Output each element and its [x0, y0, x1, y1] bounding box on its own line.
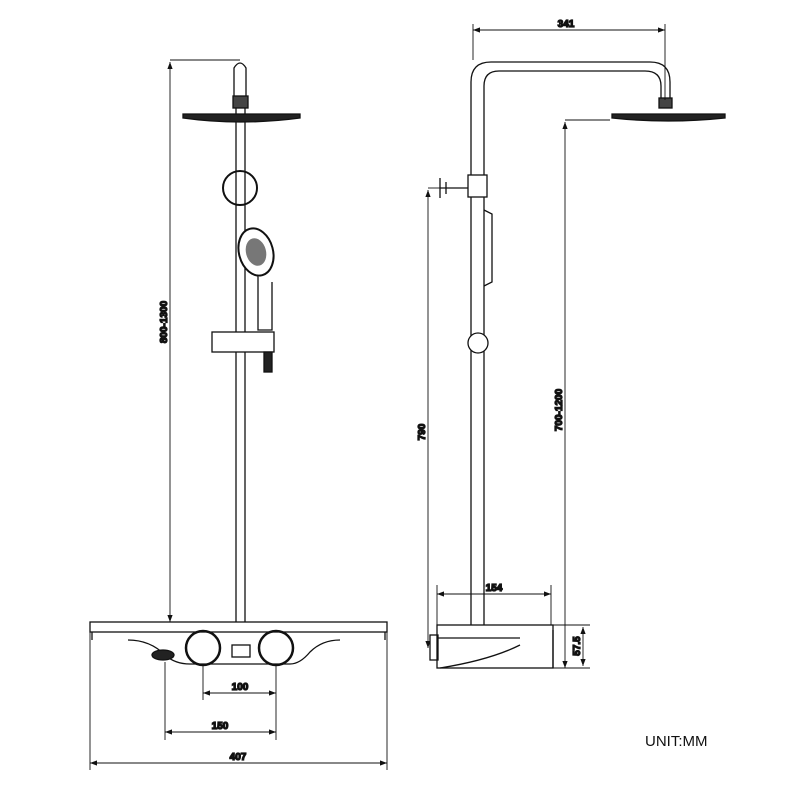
- front-knob-left: [184, 629, 222, 667]
- dim-base-depth: 154: [486, 583, 503, 594]
- side-arm: [470, 61, 671, 110]
- dim-front-height: 800-1300: [159, 300, 170, 343]
- side-knob: [467, 332, 489, 354]
- front-rain-head: [182, 113, 301, 123]
- side-dimensions: [425, 24, 666, 669]
- dim-base-height: 57.5: [572, 636, 583, 656]
- slide-bracket: [211, 331, 275, 353]
- hand-shower: [237, 227, 275, 331]
- side-hand-shower: [483, 209, 493, 287]
- side-head-connector: [658, 97, 673, 109]
- side-view: [429, 61, 726, 669]
- dim-side-head-height: 700-1200: [554, 388, 565, 431]
- dim-total-width: 407: [230, 752, 247, 763]
- side-rain-head: [611, 113, 726, 122]
- dim-valve-inner: 100: [232, 682, 249, 693]
- front-arm: [233, 62, 247, 96]
- front-shelf: [89, 621, 388, 633]
- side-base-detail: [437, 630, 554, 669]
- front-knob-right: [257, 629, 295, 667]
- side-collar: [467, 174, 488, 198]
- front-view: [89, 62, 388, 667]
- display-window: [231, 644, 251, 658]
- side-diverter-handle: [439, 178, 468, 198]
- soap-dish: [151, 649, 175, 661]
- front-head-connector: [232, 95, 249, 109]
- front-dimensions: [89, 59, 388, 770]
- front-riser-pipe: [235, 100, 246, 622]
- unit-label: UNIT:MM: [645, 733, 708, 750]
- front-body: [91, 632, 386, 665]
- hose-end: [263, 351, 273, 373]
- front-ball-joint: [222, 170, 258, 206]
- dim-arm-reach: 341: [558, 19, 575, 30]
- dim-side-valve-height: 790: [417, 423, 428, 440]
- dim-valve-outer: 150: [212, 721, 229, 732]
- side-base-box: [436, 624, 554, 669]
